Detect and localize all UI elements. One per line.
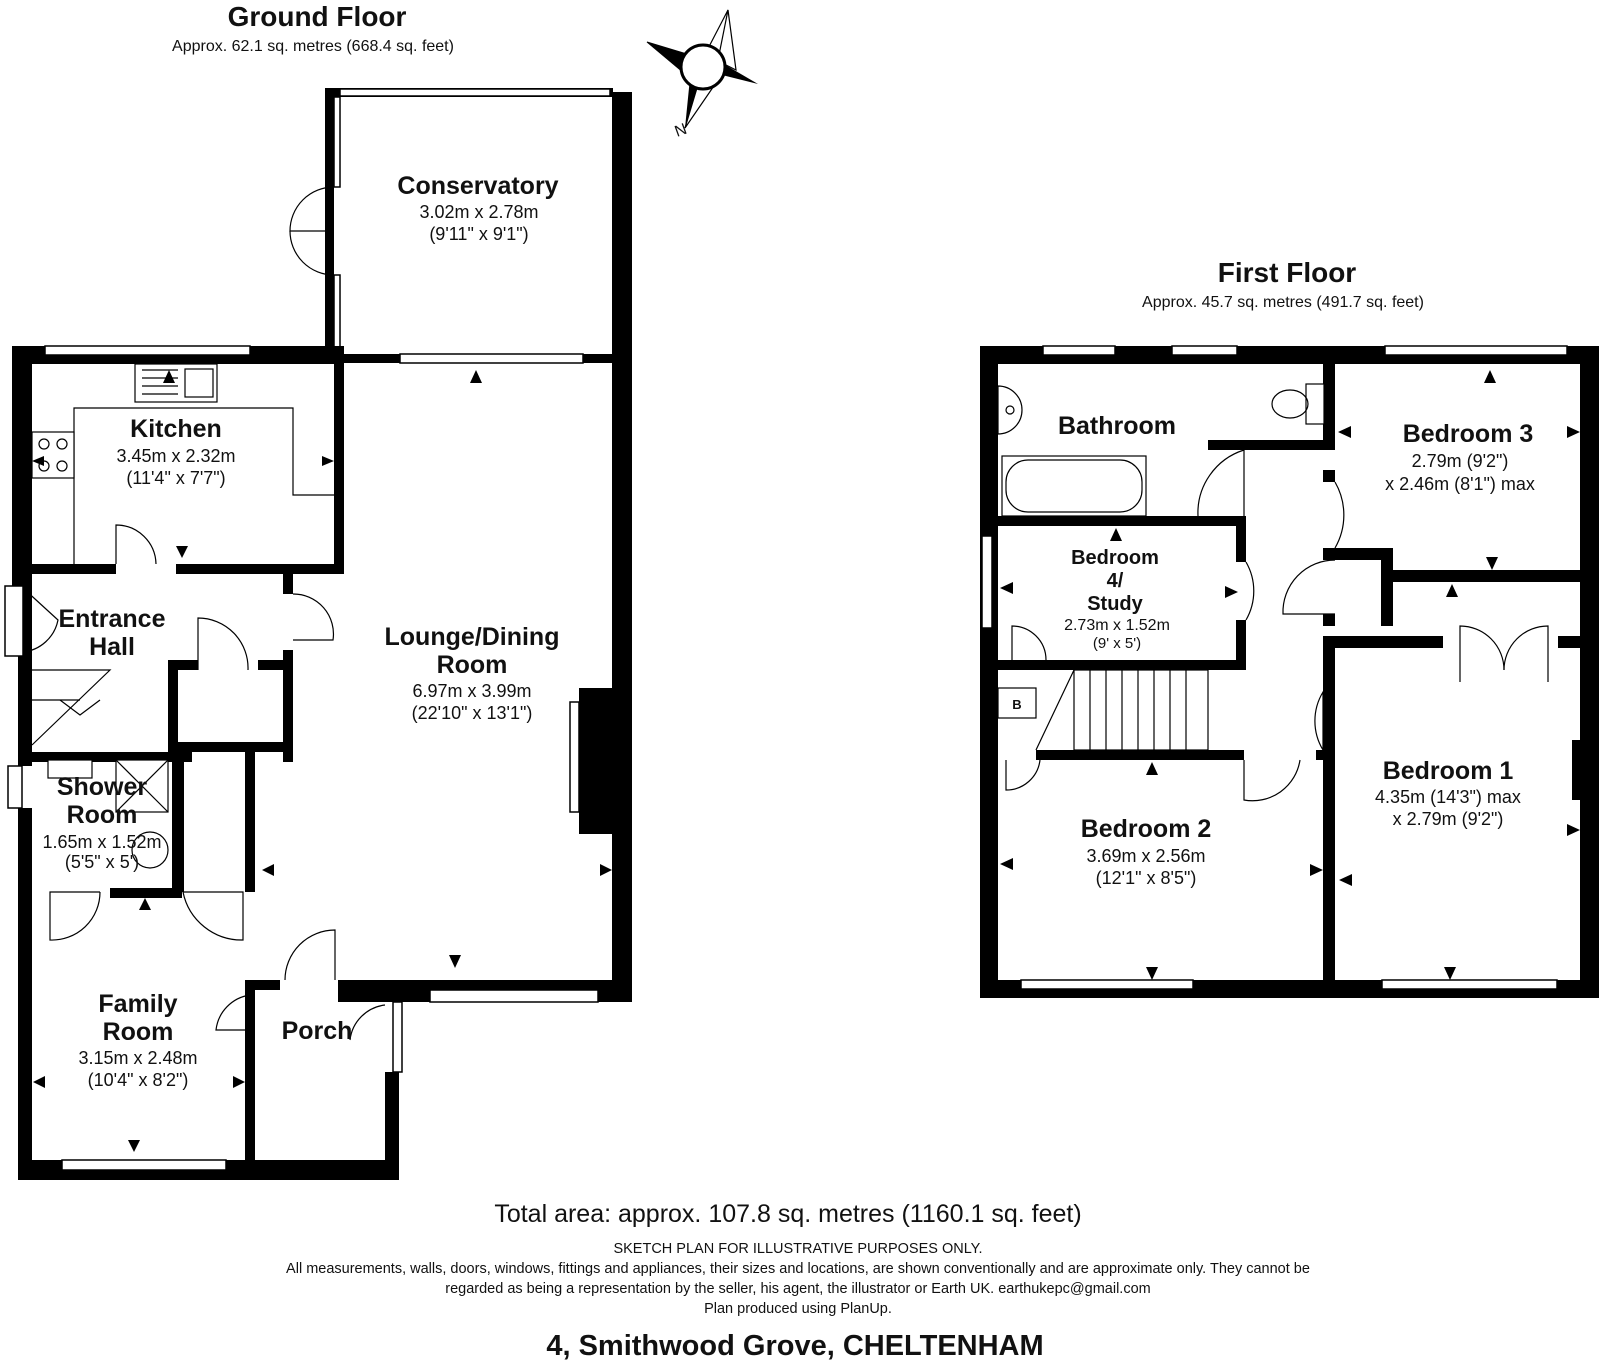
- bedroom3-size-line1: 2.79m (9'2"): [1412, 451, 1509, 471]
- ground-floor-fittings: [22, 186, 386, 1041]
- bedroom2-label: Bedroom 2: [1081, 815, 1212, 843]
- footer: Total area: approx. 107.8 sq. metres (11…: [286, 1200, 1310, 1362]
- entrance-hall-label-line2: Hall: [89, 633, 135, 661]
- bedroom2-size-m: 3.69m x 2.56m: [1086, 846, 1205, 866]
- first-floor-walls: [980, 345, 1599, 998]
- kitchen-size-ft: (11'4" x 7'7"): [126, 468, 225, 488]
- first-floor-title: First Floor: [1218, 257, 1357, 288]
- lounge-label-line2: Room: [437, 651, 508, 679]
- kitchen-label: Kitchen: [130, 415, 222, 443]
- shower-room-label-line1: Shower: [57, 773, 148, 801]
- ground-floor-walls: [4, 88, 632, 1180]
- shower-room-size-ft: (5'5" x 5'): [65, 852, 139, 872]
- bedroom4-size-ft: (9' x 5'): [1093, 635, 1141, 652]
- ground-floor-title: Ground Floor: [228, 1, 407, 32]
- conservatory-size-ft: (9'11" x 9'1"): [429, 224, 528, 244]
- family-room-size-m: 3.15m x 2.48m: [78, 1048, 197, 1068]
- entrance-hall-label-line1: Entrance: [59, 605, 166, 633]
- first-floor-labels: Bathroom Bedroom 3 2.79m (9'2") x 2.46m …: [1012, 412, 1535, 888]
- first-floor-fittings: [997, 383, 1549, 802]
- property-address: 4, Smithwood Grove, CHELTENHAM: [546, 1330, 1043, 1362]
- disclaimer-line4: Plan produced using PlanUp.: [704, 1301, 892, 1317]
- bedroom2-size-ft: (12'1" x 8'5"): [1096, 868, 1197, 888]
- bedroom3-size-line2: x 2.46m (8'1") max: [1385, 474, 1535, 494]
- disclaimer-line3: regarded as being a representation by th…: [445, 1281, 1150, 1297]
- bedroom4-label-line1: Bedroom: [1071, 547, 1159, 569]
- lounge-size-ft: (22'10" x 13'1"): [412, 703, 533, 723]
- disclaimer-line1: SKETCH PLAN FOR ILLUSTRATIVE PURPOSES ON…: [613, 1241, 982, 1257]
- bedroom4-size-m: 2.73m x 1.52m: [1064, 617, 1170, 634]
- bedroom1-size-line2: x 2.79m (9'2"): [1393, 809, 1504, 829]
- kitchen-size-m: 3.45m x 2.32m: [116, 446, 235, 466]
- conservatory-size-m: 3.02m x 2.78m: [419, 202, 538, 222]
- total-area: Total area: approx. 107.8 sq. metres (11…: [494, 1200, 1081, 1228]
- porch-label: Porch: [282, 1017, 353, 1045]
- family-room-size-ft: (10'4" x 8'2"): [88, 1070, 189, 1090]
- conservatory-label: Conservatory: [397, 172, 558, 200]
- bedroom4-label-line2: 4/: [1107, 570, 1124, 592]
- bedroom3-label: Bedroom 3: [1403, 420, 1534, 448]
- first-floor-arrows: [1000, 370, 1580, 980]
- first-floor-area: Approx. 45.7 sq. metres (491.7 sq. feet): [1142, 294, 1424, 311]
- disclaimer-line2: All measurements, walls, doors, windows,…: [286, 1261, 1310, 1277]
- ground-floor-labels: Conservatory 3.02m x 2.78m (9'11" x 9'1"…: [42, 172, 559, 1090]
- ground-floor-arrows: [32, 370, 612, 1152]
- compass-north-label: N: [673, 121, 690, 141]
- lounge-label-line1: Lounge/Dining: [385, 623, 560, 651]
- bedroom4-label-line3: Study: [1087, 593, 1143, 615]
- bedroom1-label: Bedroom 1: [1383, 757, 1514, 785]
- boiler-label: B: [1012, 697, 1021, 712]
- family-room-label-line1: Family: [98, 990, 177, 1018]
- shower-room-label-line2: Room: [67, 801, 138, 829]
- lounge-size-m: 6.97m x 3.99m: [412, 681, 531, 701]
- bedroom1-size-line1: 4.35m (14'3") max: [1375, 787, 1521, 807]
- shower-room-size-m: 1.65m x 1.52m: [42, 832, 161, 852]
- compass-rose-icon: N: [646, 9, 758, 141]
- ground-floor-area: Approx. 62.1 sq. metres (668.4 sq. feet): [172, 38, 454, 55]
- family-room-label-line2: Room: [103, 1018, 174, 1046]
- bathroom-label: Bathroom: [1058, 412, 1176, 440]
